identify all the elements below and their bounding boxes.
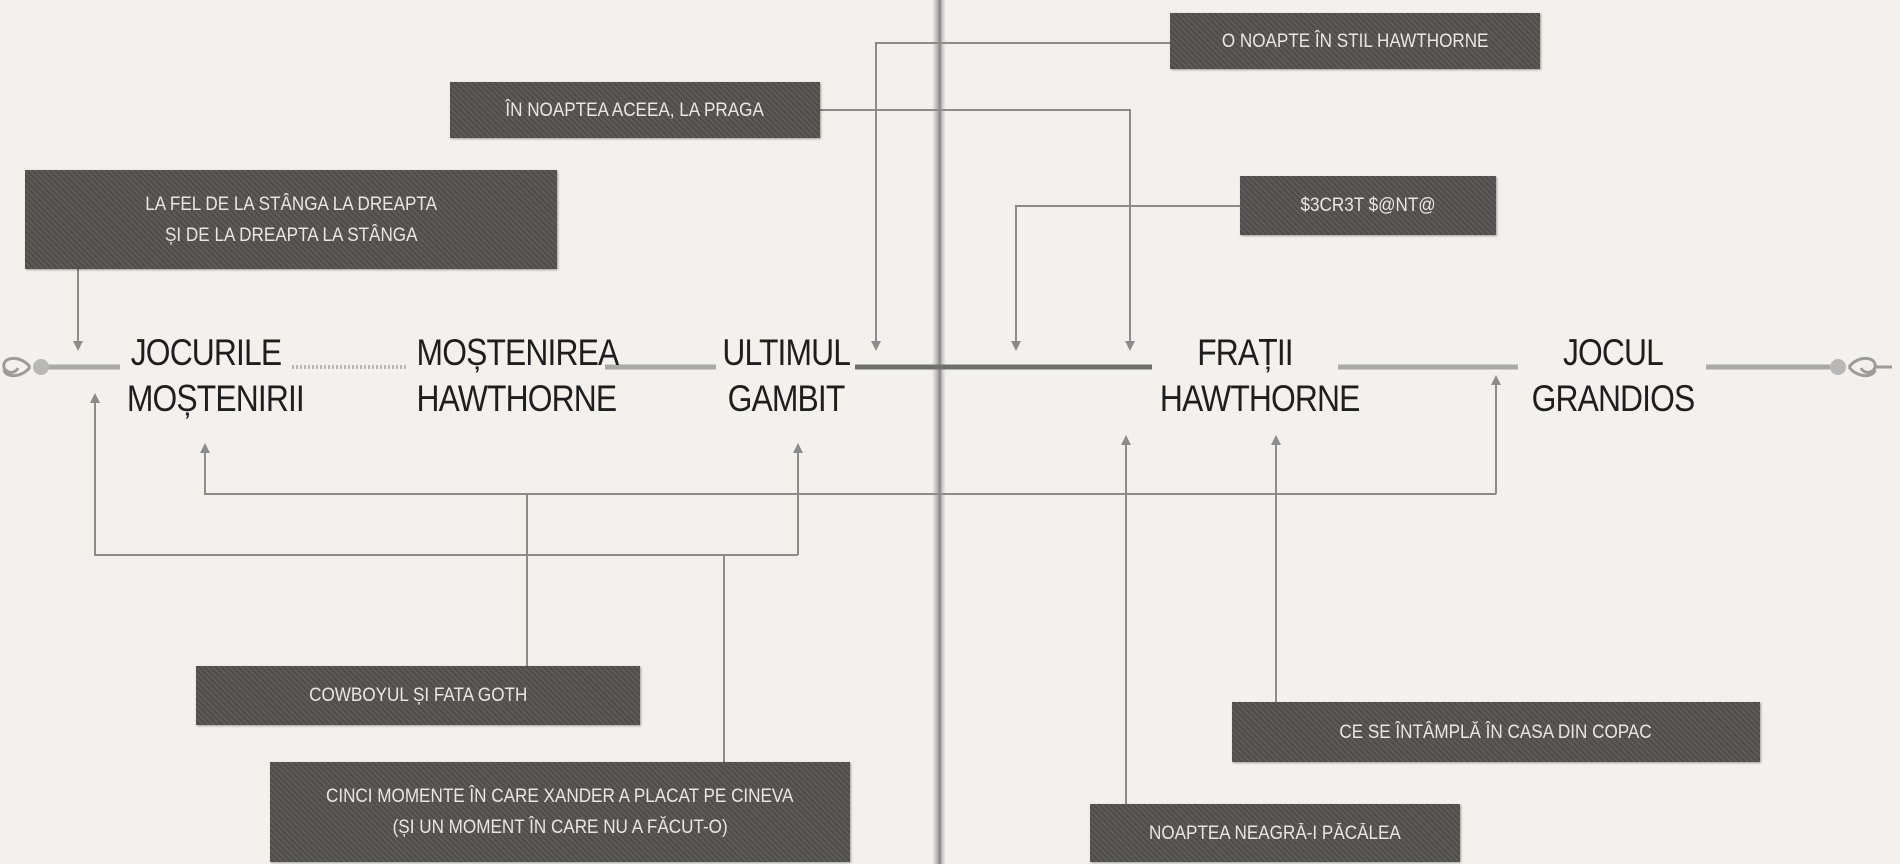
arrow-in-noaptea-to-fratii [820, 110, 1130, 346]
box-la-fel-line1: LA FEL DE LA STÂNGA LA DREAPTA [145, 189, 437, 220]
node-ultimul-gambit: ULTIMUL GAMBIT [722, 330, 849, 422]
box-cowboyul-label: COWBOYUL ȘI FATA GOTH [309, 680, 527, 711]
box-cinci-line2: (ȘI UN MOMENT ÎN CARE NU A FĂCUT-O) [392, 812, 727, 843]
box-o-noapte-label: O NOAPTE ÎN STIL HAWTHORNE [1222, 26, 1489, 57]
box-secret-santa: $3CR3T $@NT@ [1240, 176, 1496, 235]
box-o-noapte: O NOAPTE ÎN STIL HAWTHORNE [1170, 13, 1540, 69]
box-cowboyul: COWBOYUL ȘI FATA GOTH [196, 666, 640, 725]
node-jocurile-line1: JOCURILE [127, 330, 285, 376]
node-mostenirea-line2: HAWTHORNE [417, 376, 596, 422]
node-ultimul-line2: GAMBIT [722, 376, 849, 422]
node-fratii-line1: FRAȚII [1160, 330, 1330, 376]
box-noaptea-neagra: NOAPTEA NEAGRĂ-I PĂCĂLEA [1090, 804, 1460, 862]
box-cinci-momente: CINCI MOMENTE ÎN CARE XANDER A PLACAT PE… [270, 762, 850, 862]
node-mostenirea-line1: MOȘTENIREA [417, 330, 596, 376]
node-jocurile-mostenirii: JOCURILE MOȘTENIRII [127, 330, 285, 422]
node-mostenirea-hawthorne: MOȘTENIREA HAWTHORNE [417, 330, 596, 422]
node-jocul-line1: JOCUL [1531, 330, 1694, 376]
node-ultimul-line1: ULTIMUL [722, 330, 849, 376]
box-noaptea-neagra-label: NOAPTEA NEAGRĂ-I PĂCĂLEA [1149, 818, 1401, 849]
node-jocul-grandios: JOCUL GRANDIOS [1531, 330, 1694, 422]
arrow-o-noapte-to-ultimul [876, 43, 1170, 346]
node-jocul-line2: GRANDIOS [1531, 376, 1694, 422]
arrow-cowboyul-to-mostenirea [205, 448, 1496, 494]
left-ornament-icon [4, 358, 49, 375]
node-fratii-hawthorne: FRAȚII HAWTHORNE [1160, 330, 1330, 422]
node-fratii-line2: HAWTHORNE [1160, 376, 1330, 422]
right-ornament-icon [1830, 358, 1892, 375]
box-in-noaptea-aceea: ÎN NOAPTEA ACEEA, LA PRAGA [450, 82, 820, 138]
box-secret-santa-label: $3CR3T $@NT@ [1300, 190, 1435, 221]
box-ce-se-intampla: CE SE ÎNTÂMPLĂ ÎN CASA DIN COPAC [1232, 702, 1760, 762]
arrow-secret-santa-to-timeline [1016, 206, 1240, 346]
box-la-fel: LA FEL DE LA STÂNGA LA DREAPTA ȘI DE LA … [25, 170, 557, 269]
box-la-fel-line2: ȘI DE LA DREAPTA LA STÂNGA [165, 220, 417, 251]
node-jocurile-line2: MOȘTENIRII [127, 376, 285, 422]
box-cinci-line1: CINCI MOMENTE ÎN CARE XANDER A PLACAT PE… [326, 781, 794, 812]
box-in-noaptea-label: ÎN NOAPTEA ACEEA, LA PRAGA [506, 95, 764, 126]
box-ce-se-intampla-label: CE SE ÎNTÂMPLĂ ÎN CASA DIN COPAC [1340, 717, 1652, 748]
